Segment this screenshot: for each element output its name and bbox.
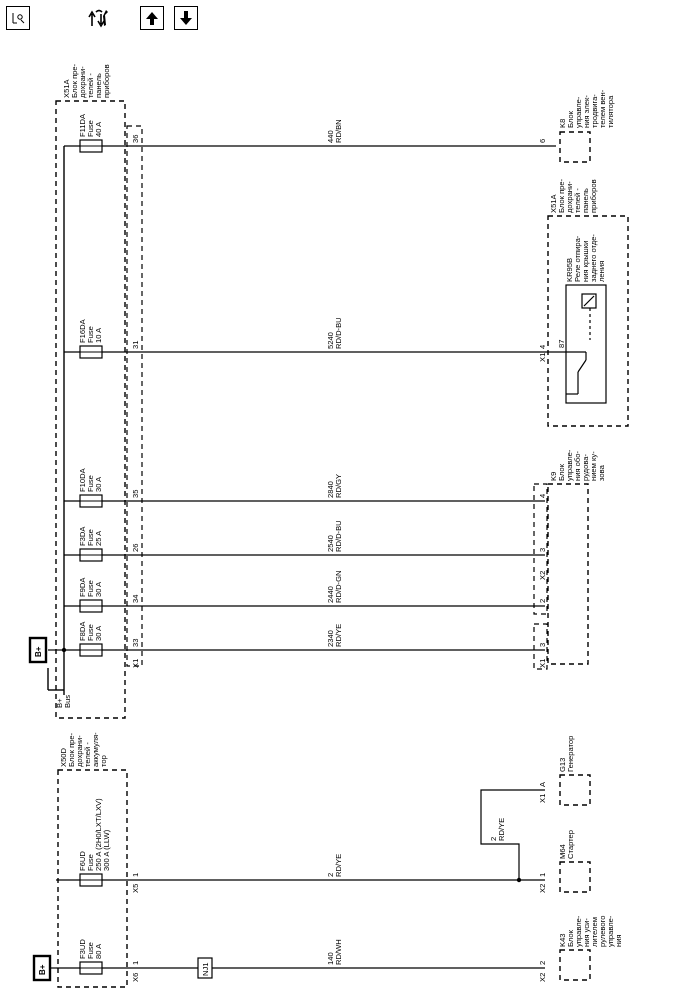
bplus-label-bottom: B+	[38, 964, 47, 975]
g13-outline	[559, 774, 591, 806]
fuse-f9da-label: F9DAFuse30 A	[78, 577, 103, 597]
connector-x1-k9: X1	[538, 659, 547, 668]
wire-2540-label: 2540RD/D-BU	[326, 520, 343, 552]
bus-label: B+ Bus	[55, 695, 72, 708]
x50d-box-outline	[57, 769, 128, 988]
wire-2840-label: 2840RD/GY	[326, 474, 343, 498]
connector-x1-left: X1	[131, 659, 140, 668]
pin-x5-1: 1	[131, 873, 140, 877]
wire-2-g13	[480, 789, 545, 880]
pin-34: 34	[131, 595, 140, 603]
connector-x2-m64: X2	[538, 884, 547, 893]
x50d-label: X50D Блок пре- дохрани- телей - аккумуля…	[59, 730, 108, 767]
fuse-f3da-label: F3DAFuse25 A	[78, 526, 103, 546]
x51a-right-outline	[547, 215, 629, 427]
battery-positive-top: B+	[28, 636, 48, 664]
fuse-f10da-label: F10DAFuse30 A	[78, 467, 103, 492]
k43-label: K43Блокуправле-ния уси-лителемрулевогоуп…	[558, 915, 623, 947]
legend-button[interactable]	[6, 6, 30, 30]
kr95b-label: KR95BРеле отпира-ния крышкизаднего отде-…	[565, 234, 606, 282]
fuse-f8da-label: F8DAFuse30 A	[78, 621, 103, 641]
connector-x2-k43: X2	[538, 973, 547, 982]
connectivity-tool-icon	[88, 9, 108, 28]
wire-2440-label: 2440RD/D-GN	[326, 571, 343, 603]
pin-k9-x1-3: 3	[538, 643, 547, 647]
pin-m64-1: 1	[538, 873, 547, 877]
arrow-down-icon	[180, 11, 192, 25]
connector-x2-k9: X2	[538, 571, 547, 580]
m64-label: M64Стартер	[558, 830, 575, 859]
pin-g13-a: A	[538, 781, 547, 787]
x2-connector-k9	[533, 483, 548, 615]
previous-button[interactable]	[140, 6, 164, 30]
m64-outline	[559, 861, 591, 893]
pin-31: 31	[131, 341, 140, 349]
pin-k8-6: 6	[538, 139, 547, 143]
pin-35: 35	[131, 490, 140, 498]
pin-k43-2: 2	[538, 961, 547, 965]
pin-33: 33	[131, 639, 140, 647]
k43-outline	[559, 949, 591, 981]
pin-36: 36	[131, 135, 140, 143]
x1-connector-outline	[126, 125, 143, 667]
k8-outline	[559, 131, 591, 163]
pin-relay-87: 87	[557, 340, 566, 348]
connectivity-tool-button[interactable]	[87, 6, 111, 30]
splice-nj1: NJ1	[197, 957, 213, 979]
k8-label: K8Блокуправле-ния элек-тродвига-телем ве…	[558, 89, 615, 128]
k9-label: K9Блокуправле-ния обо-рудова-нием ку-зов…	[549, 449, 606, 481]
arrow-up-icon	[146, 12, 158, 25]
fuse-f6ud-label: F6UDFuse250 A (2H0/LXT/LXV)300 A (LLW)	[78, 798, 111, 871]
x51a-label: X51A Блок пре- дохрани- телей - панель п…	[62, 62, 111, 98]
wire-440-label: 440RD/BN	[326, 119, 343, 143]
wire-5240-label: 5240RD/D-BU	[326, 317, 343, 349]
bplus-label-top: B+	[34, 646, 43, 657]
pin-k9-4: 4	[538, 494, 547, 498]
x51a-right-label: X51AБлок пре-дохрани-телей -панельприбор…	[549, 178, 598, 213]
pin-k9-3: 3	[538, 548, 547, 552]
pin-kr-4: 4	[538, 345, 547, 349]
connector-x1-kr: X1	[538, 353, 547, 362]
wire-2340-label: 2340RD/YE	[326, 624, 343, 647]
pin-k9-2: 2	[538, 599, 547, 603]
kr95b-relay	[565, 284, 607, 404]
pin-26: 26	[131, 544, 140, 552]
legend-icon	[12, 13, 25, 24]
wire-2-m64-label: 2RD/YE	[326, 854, 343, 877]
k9-outline	[547, 483, 589, 665]
connector-x5: X5	[131, 884, 140, 893]
connector-x1-g13: X1	[538, 794, 547, 803]
g13-label: G13Генератор	[558, 736, 575, 772]
wire-140-label: 140RD/WH	[326, 939, 343, 965]
fuse-f16da-label: F16DAFuse10 A	[78, 318, 103, 343]
next-button[interactable]	[174, 6, 198, 30]
connector-x6: X6	[131, 973, 140, 982]
x51a-box-outline	[55, 100, 126, 719]
splice-label: NJ1	[201, 962, 210, 976]
fuse-f3ud-label: F3UDFuse80 A	[78, 939, 103, 959]
battery-positive-bottom: B+	[32, 954, 52, 982]
pin-x6-1: 1	[131, 961, 140, 965]
x1-connector-k9	[533, 623, 548, 670]
wire-2-g13-label: 2RD/YE	[489, 818, 506, 841]
fuse-f11da-label: F11DAFuse40 A	[78, 113, 103, 137]
